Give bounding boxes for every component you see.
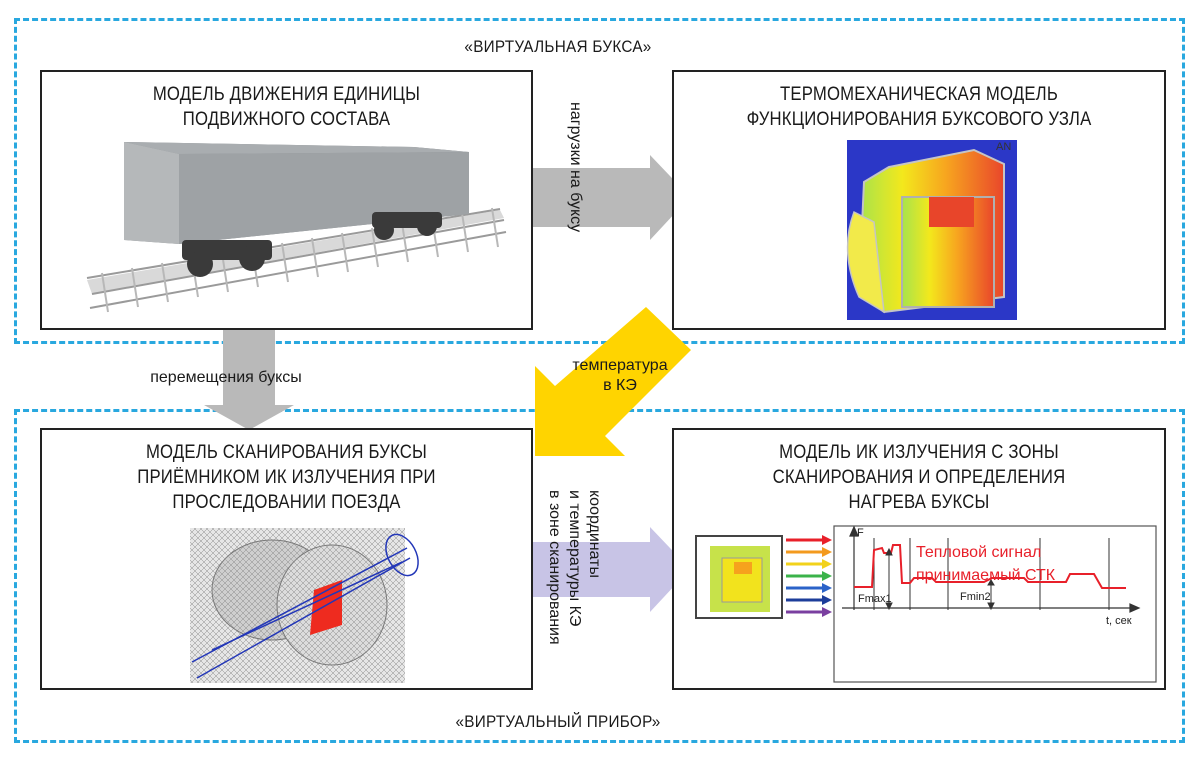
motion-model-title: МОДЕЛЬ ДВИЖЕНИЯ ЕДИНИЦЫ ПОДВИЖНОГО СОСТА… — [152, 84, 421, 130]
temperature-label-line1: температура — [572, 357, 668, 374]
thermo-model-box: ТЕРМОМЕХАНИЧЕСКАЯ МОДЕЛЬ ФУНКЦИОНИРОВАНИ… — [672, 70, 1166, 330]
temperature-arrow-label: температура в КЭ — [560, 356, 680, 396]
displacement-arrow — [204, 322, 294, 430]
loads-arrow — [533, 155, 690, 240]
ir-signal-diagram: F Fmax1 Fmin2 t, сек Тепловой сигнал при… — [695, 525, 1157, 683]
ir-model-title: МОДЕЛЬ ИК ИЗЛУЧЕНИЯ С ЗОНЫ СКАНИРОВАНИЯ … — [772, 442, 1066, 513]
fmax-label: Fmax1 — [858, 593, 892, 605]
ir-model-box: МОДЕЛЬ ИК ИЗЛУЧЕНИЯ С ЗОНЫ СКАНИРОВАНИЯ … — [672, 428, 1166, 690]
ir-ray-arrowhead — [822, 595, 832, 605]
motion-model-box: МОДЕЛЬ ДВИЖЕНИЯ ЕДИНИЦЫ ПОДВИЖНОГО СОСТА… — [40, 70, 533, 330]
thermal-signal-line — [854, 544, 1126, 589]
coords-label-line3: в зоне сканирования — [546, 490, 563, 645]
virtual-axlebox-label: «ВИРТУАЛЬНАЯ БУКСА» — [464, 37, 652, 56]
displacement-arrow-label: перемещения буксы — [150, 369, 302, 386]
mesh-scan-render — [190, 528, 419, 683]
coords-label-line2: и температуры КЭ — [566, 490, 583, 627]
ir-ray-arrowhead — [822, 547, 832, 557]
ir-ray-arrowhead — [822, 571, 832, 581]
ir-rays — [786, 535, 832, 617]
loads-arrow-label: нагрузки на буксу — [567, 102, 584, 233]
temperature-label-line2: в КЭ — [603, 377, 637, 394]
y-axis-label: F — [857, 527, 864, 539]
ir-ray-arrowhead — [822, 583, 832, 593]
signal-title-line1: Тепловой сигнал — [916, 544, 1041, 561]
scan-model-title: МОДЕЛЬ СКАНИРОВАНИЯ БУКСЫ ПРИЁМНИКОМ ИК … — [137, 442, 436, 513]
coords-label-line1: координаты — [586, 490, 603, 578]
x-axis-label: t, сек — [1106, 615, 1132, 627]
thermal-axlebox-render: AN — [846, 140, 1017, 320]
virtual-device-label: «ВИРТУАЛЬНЫЙ ПРИБОР» — [455, 712, 661, 731]
virtual-axlebox-group — [14, 18, 1185, 344]
ir-ray-arrowhead — [822, 559, 832, 569]
scan-model-box: МОДЕЛЬ СКАНИРОВАНИЯ БУКСЫ ПРИЁМНИКОМ ИК … — [40, 428, 533, 690]
signal-title-line2: принимаемый СТК — [916, 567, 1056, 584]
thermo-model-title: ТЕРМОМЕХАНИЧЕСКАЯ МОДЕЛЬ ФУНКЦИОНИРОВАНИ… — [746, 84, 1092, 130]
svg-text:AN: AN — [996, 141, 1011, 153]
railcar-illustration — [86, 142, 507, 313]
fmin-label: Fmin2 — [960, 591, 991, 603]
ir-ray-arrowhead — [822, 607, 832, 617]
temperature-arrow — [535, 307, 691, 456]
coords-arrow — [533, 527, 690, 612]
coords-arrow-label: координаты и температуры КЭ в зоне скани… — [544, 490, 604, 645]
ir-ray-arrowhead — [822, 535, 832, 545]
